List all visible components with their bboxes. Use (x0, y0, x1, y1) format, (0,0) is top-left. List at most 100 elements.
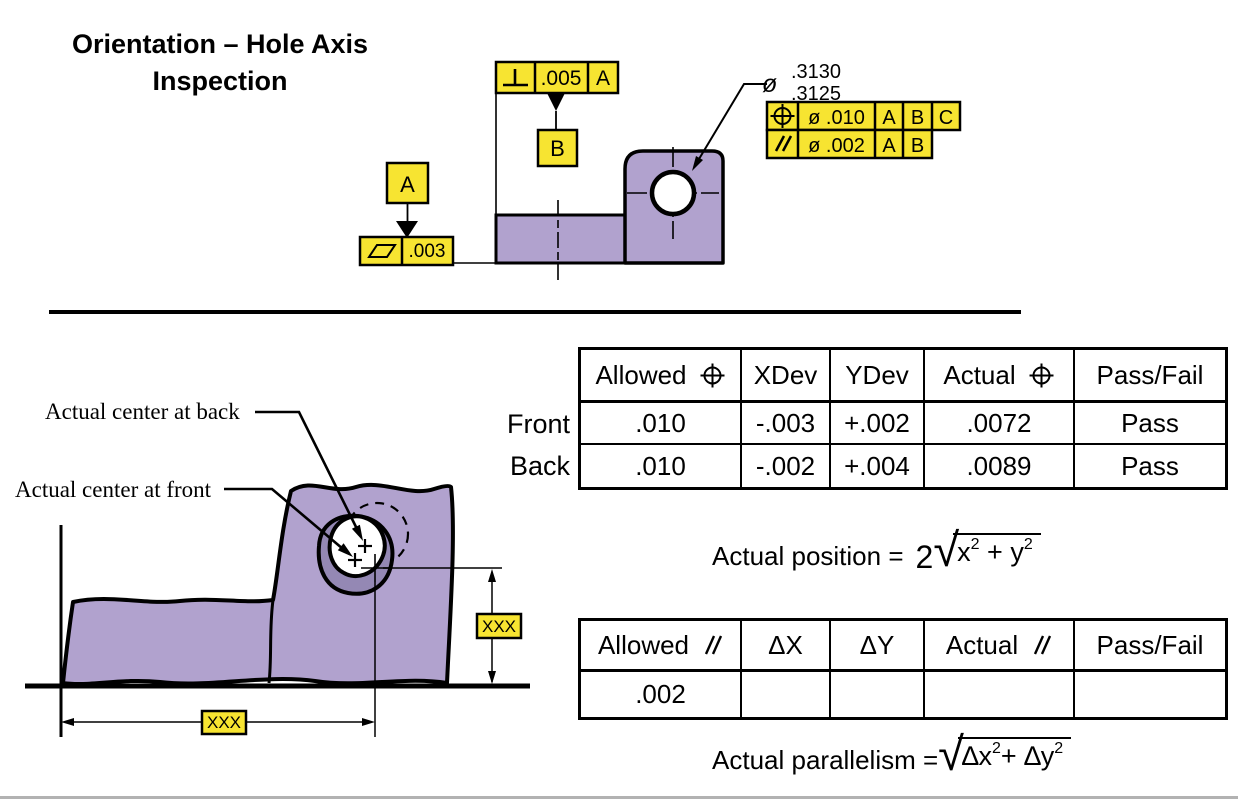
parallelism-fcf: ø .002 A B (765, 128, 934, 160)
page-title: Orientation – Hole Axis Inspection (50, 26, 390, 100)
header-label: ΔY (859, 629, 895, 660)
datum-a-label: A (400, 172, 415, 197)
perp-tolerance: .005 (541, 67, 582, 90)
parallelism-datum2: B (911, 135, 924, 157)
term-x: x (957, 537, 971, 567)
leader-arrow-back (255, 410, 363, 541)
formula-coefficient: 2 (915, 539, 934, 575)
hole (649, 169, 697, 217)
term-y: y (1010, 537, 1024, 567)
header-label: Allowed (597, 629, 690, 660)
cell-back-xdev: -.002 (742, 445, 831, 487)
cell-back-allowed: .010 (581, 445, 742, 487)
page-title-line2: Inspection (152, 66, 288, 96)
cell-front-actual: .0072 (925, 403, 1075, 445)
hole-front (327, 514, 387, 578)
header-label: Pass/Fail (1096, 359, 1204, 390)
hole-size-callout: ø .3130 .3125 (762, 61, 841, 105)
label-actual-center-front: Actual center at front (15, 477, 212, 502)
formula-actual-position: Actual position = 2 √ x2 + y2 (712, 526, 1041, 576)
cell-parallelism-actual (925, 672, 1075, 717)
parallelism-header-allowed: Allowed (581, 621, 742, 672)
header-label: XDev (753, 359, 818, 390)
cell-back-actual: .0089 (925, 445, 1075, 487)
exponent: 2 (1054, 740, 1064, 757)
top-drawing: .005 A B A .003 (358, 60, 962, 282)
bottom-drawing: XXX XXX Actual center at back Actual cen… (15, 399, 530, 737)
parallelism-icon (774, 135, 793, 152)
part-step-joint-line (267, 599, 275, 684)
position-header-xdev: XDev (742, 350, 831, 403)
cell-front-xdev: -.003 (742, 403, 831, 445)
flatness-icon (367, 244, 397, 258)
position-symbol-icon (700, 363, 725, 387)
datum-b-label: B (550, 136, 565, 161)
dim-label-vertical: XXX (475, 612, 523, 640)
row-label-front: Front (506, 408, 570, 439)
diameter-icon: ø (762, 70, 777, 98)
dim-horizontal-text: XXX (207, 713, 241, 732)
parallelism-header-dy: ΔY (831, 621, 925, 672)
position-datum2: B (911, 107, 924, 129)
datum-b-symbol: B (536, 93, 579, 168)
leader-arrow-front (224, 487, 353, 557)
header-label: ΔX (768, 629, 803, 660)
cell-parallelism-dx (742, 672, 831, 717)
operator: + (1000, 741, 1017, 771)
radicand: x2 + y2 (953, 533, 1041, 568)
header-label: Allowed (595, 359, 687, 390)
parallelism-symbol-icon (704, 635, 723, 655)
section-divider (49, 310, 1021, 314)
exponent: 2 (991, 740, 1001, 757)
parallelism-symbol-icon (1034, 635, 1052, 655)
footer-divider (0, 796, 1238, 799)
position-icon (770, 104, 795, 128)
cell-parallelism-allowed: .002 (581, 672, 742, 717)
actual-center-front-mark (348, 553, 362, 567)
position-datum3: C (939, 107, 953, 129)
radicand: ∆x2+ ∆y2 (957, 737, 1072, 772)
cell-parallelism-passfail (1075, 672, 1225, 717)
cell-back-ydev: +.004 (831, 445, 925, 487)
actual-center-back-mark (358, 539, 372, 553)
position-fcf: ø .010 A B C (765, 100, 962, 132)
exponent: 2 (970, 536, 980, 553)
page-title-line1: Orientation – Hole Axis (71, 29, 369, 59)
exponent: 2 (1023, 536, 1033, 553)
part-distorted-view (61, 482, 455, 687)
perp-datum: A (596, 67, 610, 90)
hole-leader-line (692, 83, 767, 171)
parallelism-header-dx: ΔX (742, 621, 831, 672)
term-dy: ∆y (1024, 741, 1055, 771)
formula-prefix: Actual position = (712, 541, 904, 571)
header-label: Actual (943, 359, 1016, 390)
label-actual-center-back: Actual center at back (45, 399, 240, 424)
flatness-fcf: .003 (358, 235, 455, 267)
position-header-ydev: YDev (831, 350, 925, 403)
header-label: Pass/Fail (1096, 629, 1204, 660)
dim-vertical-text: XXX (482, 617, 516, 636)
perpendicularity-fcf: .005 A (494, 60, 620, 95)
cell-front-passfail: Pass (1075, 403, 1225, 445)
parallelism-datum1: A (882, 135, 896, 157)
parallelism-header-actual: Actual (925, 621, 1075, 672)
parallelism-table: Allowed ΔX ΔY Actual Pass/Fail .002 (578, 618, 1228, 720)
formula-actual-parallelism: Actual parallelism = √ ∆x2+ ∆y2 (712, 730, 1072, 777)
term-dx: ∆x (961, 741, 992, 771)
cell-back-passfail: Pass (1121, 450, 1179, 481)
position-datum1: A (882, 107, 896, 129)
perpendicularity-icon (503, 69, 528, 87)
position-header-passfail: Pass/Fail (1075, 350, 1225, 403)
formula-prefix: Actual parallelism = (712, 745, 939, 775)
header-label: YDev (845, 359, 909, 390)
header-label: Actual (945, 629, 1019, 660)
flatness-tolerance: .003 (409, 241, 446, 262)
row-label-back: Back (509, 450, 570, 481)
cell-front-allowed: .010 (581, 403, 742, 445)
position-header-actual: Actual (925, 350, 1075, 403)
hole-size-lower: .3125 (791, 83, 841, 105)
position-header-allowed: Allowed (581, 350, 742, 403)
dimension-arrows (61, 569, 496, 726)
operator: + (987, 537, 1003, 567)
